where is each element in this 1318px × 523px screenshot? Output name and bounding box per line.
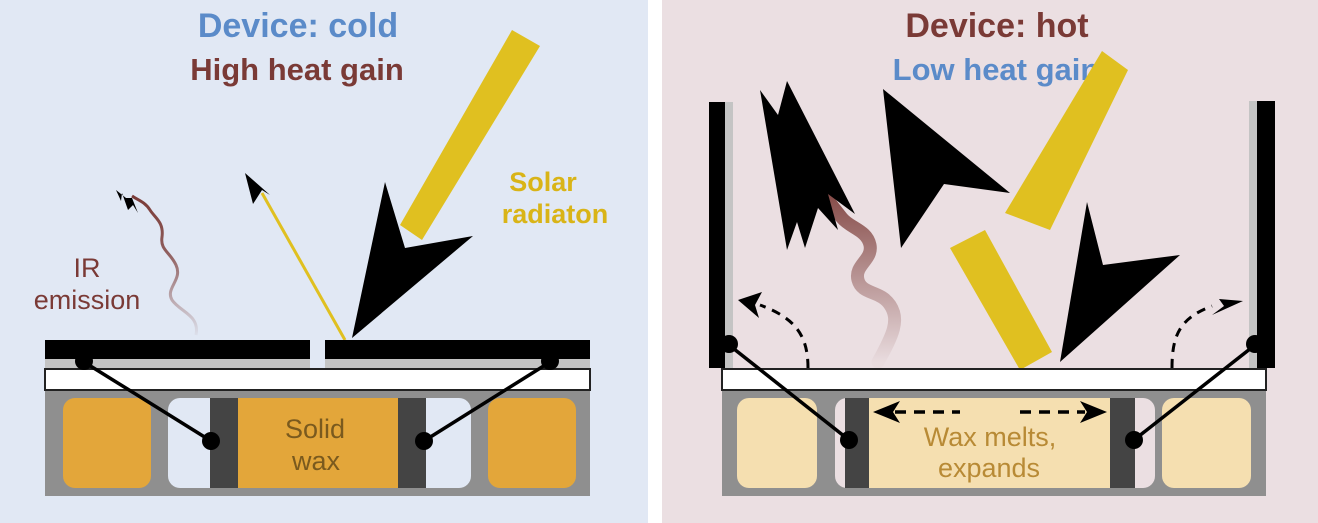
wax-reservoir-right xyxy=(1162,398,1251,488)
wax-label-line1: Solid xyxy=(285,414,345,444)
pivot-left-top xyxy=(720,335,738,353)
solar-label-line2: radiaton xyxy=(502,199,609,229)
cold-diagram: Device: cold High heat gain Solar radiat… xyxy=(34,7,609,496)
louver-right xyxy=(1257,101,1275,368)
wax-reservoir-right xyxy=(488,398,576,488)
expand-arrowhead-left-icon xyxy=(873,401,900,423)
ir-emission-arrow xyxy=(116,190,198,336)
ir-arrowhead-icon xyxy=(116,190,138,213)
solar-incoming-arrow xyxy=(352,30,540,338)
ir-wave xyxy=(131,194,198,336)
solar-incoming-arrow xyxy=(1005,51,1180,362)
linkage-arms xyxy=(75,352,559,450)
wax-label-line1: Wax melts, xyxy=(924,422,1057,452)
louver-left xyxy=(709,102,725,368)
ir-label-line1: IR xyxy=(74,253,101,283)
louver-left-backing xyxy=(725,102,733,368)
pivot-right-top xyxy=(1246,335,1264,353)
wax-solid xyxy=(238,398,398,488)
solar-arrowhead-icon xyxy=(352,182,473,338)
linkage-right xyxy=(423,360,551,443)
solar-arrowhead-icon xyxy=(1060,202,1180,362)
louver-left-backing xyxy=(45,359,310,368)
louver-panels-open xyxy=(709,101,1275,368)
wax-reservoir-left xyxy=(737,398,817,488)
linkage-right xyxy=(1132,343,1257,442)
rotation-arrows xyxy=(738,292,1243,369)
solar-reflected-arrow xyxy=(245,173,347,341)
louver-right xyxy=(325,340,590,359)
rotation-arc-left xyxy=(759,303,810,369)
louver-left xyxy=(45,340,310,359)
linkage-arms xyxy=(720,335,1264,449)
pivot-left-piston xyxy=(840,431,858,449)
linkage-left xyxy=(727,343,851,442)
solar-beam xyxy=(1005,51,1128,230)
reflected-beam xyxy=(950,230,1052,370)
white-plate xyxy=(44,368,591,391)
louver-right-backing xyxy=(1249,101,1257,368)
hot-title: Device: hot xyxy=(905,7,1088,45)
wax-housing-solid: Solid wax xyxy=(45,391,590,496)
panel-device-cold: Device: cold High heat gain Solar radiat… xyxy=(0,0,648,523)
solar-label-line1: Solar xyxy=(509,167,577,197)
wax-melted xyxy=(869,398,1110,488)
ir-arrowhead-icon xyxy=(760,81,855,250)
pivot-right-piston xyxy=(415,432,433,450)
ir-emission-arrow xyxy=(760,81,902,369)
louver-panels-closed xyxy=(45,340,590,368)
solar-beam xyxy=(400,30,540,240)
rotation-arc-right xyxy=(1170,304,1213,369)
reflected-arrowhead-icon xyxy=(883,89,1010,248)
hot-diagram: Device: hot Low heat gain xyxy=(709,7,1275,496)
pivot-left-top xyxy=(75,352,93,370)
wax-label-line2: expands xyxy=(938,453,1040,483)
ir-label-line2: emission xyxy=(34,285,141,315)
linkage-left xyxy=(83,360,212,443)
hot-subtitle: Low heat gain xyxy=(893,52,1100,87)
white-plate xyxy=(721,368,1267,391)
wax-housing-melted: Wax melts, expands xyxy=(722,391,1266,496)
wax-label-line2: wax xyxy=(291,446,341,476)
rotation-arrowhead-right-icon xyxy=(1212,299,1243,315)
solar-reflected-arrow xyxy=(883,89,1052,370)
cold-subtitle: High heat gain xyxy=(190,52,404,87)
pivot-left-piston xyxy=(202,432,220,450)
ir-wave xyxy=(815,186,902,369)
cold-title: Device: cold xyxy=(198,7,398,45)
pivot-right-top xyxy=(541,352,559,370)
wax-reservoir-left xyxy=(63,398,151,488)
louver-right-backing xyxy=(325,359,590,368)
reflected-ray xyxy=(260,192,347,341)
panel-device-hot: Device: hot Low heat gain xyxy=(662,0,1318,523)
reflected-arrowhead-icon xyxy=(245,173,270,204)
rotation-arrowhead-left-icon xyxy=(738,292,762,318)
pivot-right-piston xyxy=(1125,431,1143,449)
expand-arrowhead-right-icon xyxy=(1080,401,1107,423)
